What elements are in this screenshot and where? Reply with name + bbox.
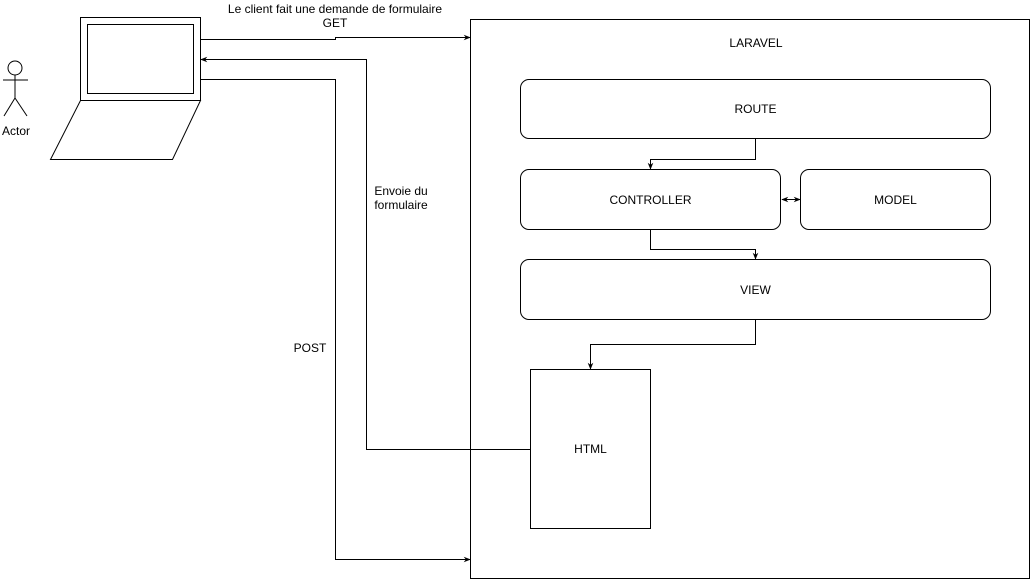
view-to-html-arrow (587, 319, 756, 370)
get-request-label-line2: GET (322, 16, 348, 30)
controller-to-view-arrow (650, 229, 759, 260)
laptop-icon (49, 17, 202, 160)
get-request-label-line1: Le client fait une demande de formulaire (227, 2, 443, 16)
get-request-arrow (201, 34, 471, 41)
actor-icon (3, 60, 28, 117)
html-node[interactable]: HTML (530, 369, 651, 529)
model-node[interactable]: MODEL (800, 169, 991, 230)
post-label: POST (293, 341, 327, 355)
form-return-arrow (200, 56, 530, 450)
route-node[interactable]: ROUTE (520, 79, 991, 139)
get-request-label: Le client fait une demande de formulaire… (210, 2, 460, 30)
form-send-label: Envoie du formulaire (356, 184, 446, 212)
post-arrow (201, 79, 471, 563)
form-send-label-line2: formulaire (374, 198, 428, 212)
laravel-label: LARAVEL (729, 36, 783, 50)
actor-label: Actor (1, 124, 30, 138)
view-node[interactable]: VIEW (520, 259, 991, 320)
controller-node[interactable]: CONTROLLER (520, 169, 781, 230)
route-to-controller-arrow (647, 139, 756, 170)
form-send-label-line1: Envoie du (374, 184, 428, 198)
